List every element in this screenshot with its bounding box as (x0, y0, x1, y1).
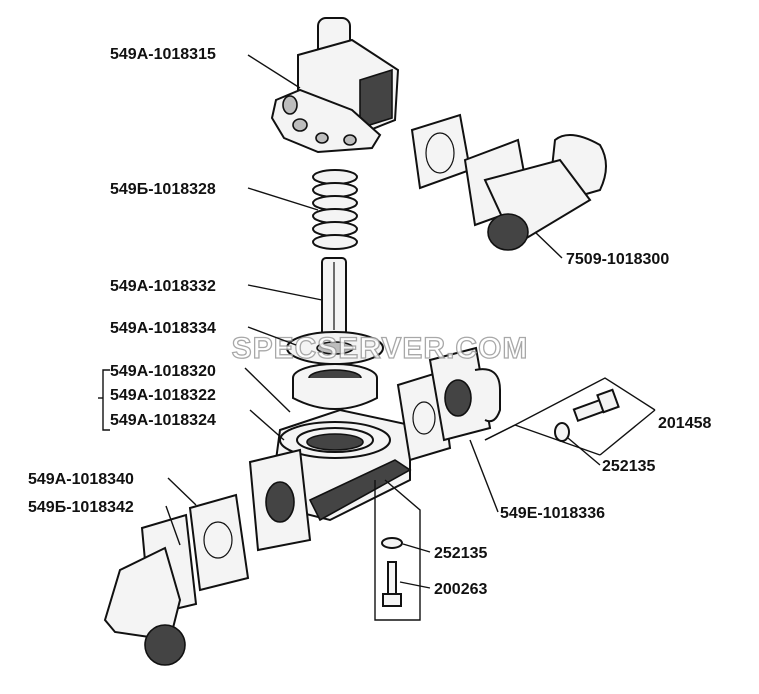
bottom-washer-part (381, 537, 403, 549)
label-gasket-left-1: 549A-1018340 (28, 471, 134, 488)
label-washer-right: 252135 (602, 458, 655, 475)
label-spring: 549Б-1018328 (110, 181, 216, 198)
right-fastener-bracket (484, 377, 656, 456)
label-seat-2: 549A-1018322 (110, 387, 216, 404)
elbow-pipe-part (103, 513, 198, 666)
label-bolt-bottom: 200263 (434, 581, 487, 598)
right-washer-part (554, 422, 570, 442)
bottom-bolt-part (382, 561, 402, 607)
label-washer-bottom: 252135 (434, 545, 487, 562)
bottom-fastener-bracket (374, 479, 421, 621)
label-washer-top: 549A-1018334 (110, 320, 216, 337)
left-gasket-part (188, 493, 250, 592)
label-pipe-right: 7509-1018300 (566, 251, 669, 268)
upper-gasket-part (410, 113, 472, 190)
leader-lines (98, 54, 601, 589)
top-housing-part (270, 17, 400, 154)
label-stem: 549A-1018332 (110, 278, 216, 295)
right-gasket-part (396, 346, 501, 462)
label-flange-right: 549E-1018336 (500, 505, 605, 522)
label-seat-1: 549A-1018320 (110, 363, 216, 380)
spring-part (312, 169, 358, 250)
right-bolt-part (572, 388, 620, 423)
seat-part-upper (292, 363, 378, 410)
label-housing-top: 549A-1018315 (110, 46, 216, 63)
tee-pipe-part (463, 134, 607, 251)
label-bolt-right: 201458 (658, 415, 711, 432)
label-seat-3: 549A-1018324 (110, 412, 216, 429)
watermark-text: SPECSERVER.COM (232, 332, 529, 365)
label-gasket-left-2: 549Б-1018342 (28, 499, 134, 516)
stem-part (321, 257, 347, 337)
